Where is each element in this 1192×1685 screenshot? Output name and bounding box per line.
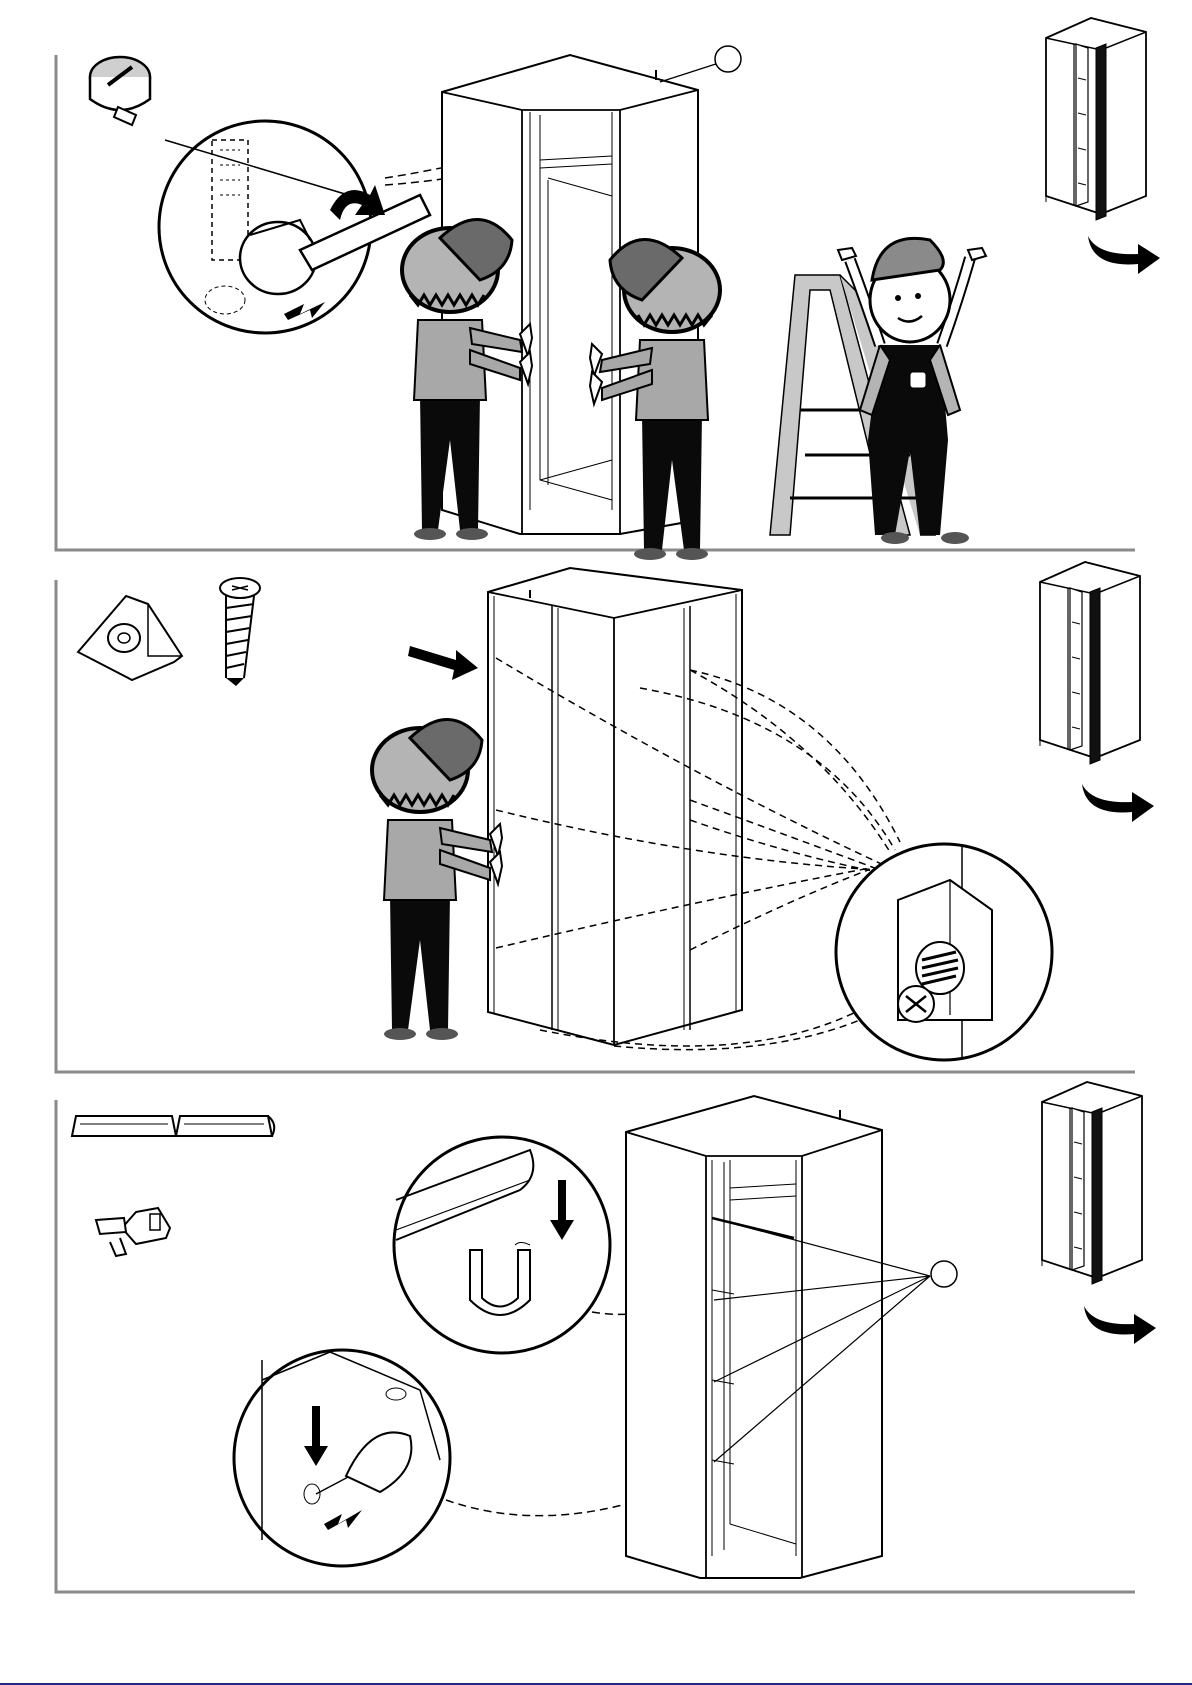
push-arrow-icon (408, 646, 478, 680)
step-3-panel (56, 1082, 1156, 1592)
wood-screw-icon (220, 578, 260, 686)
wardrobe-thumbnail-2 (1040, 562, 1140, 764)
corner-bracket-icon (78, 596, 182, 680)
cam-lock-fitting-icon (90, 57, 150, 125)
bracket-detail-circle (836, 844, 1052, 1060)
step-1-panel (56, 18, 1160, 560)
step-2-panel (56, 562, 1154, 1072)
callout-marker-1 (660, 46, 741, 82)
hanging-rail-icon (72, 1116, 274, 1136)
wardrobe-thumbnail-3 (1042, 1082, 1142, 1284)
rotate-arrow-icon (1082, 784, 1154, 822)
cam-lock-detail-circle (159, 121, 430, 333)
corner-wardrobe-assembly-3 (626, 1096, 882, 1578)
wardrobe-thumbnail-1 (1046, 18, 1146, 220)
shelf-support-detail-circle (234, 1350, 450, 1566)
shelf-support-pin-icon (96, 1208, 170, 1256)
worker-figure-2 (372, 719, 502, 1040)
rotate-arrow-icon (1084, 1306, 1156, 1344)
corner-wardrobe-assembly-2 (488, 568, 742, 1045)
step-3-frame (56, 1100, 1135, 1592)
rotate-arrow-icon (1088, 236, 1160, 274)
rail-hook-detail-circle (394, 1137, 610, 1353)
